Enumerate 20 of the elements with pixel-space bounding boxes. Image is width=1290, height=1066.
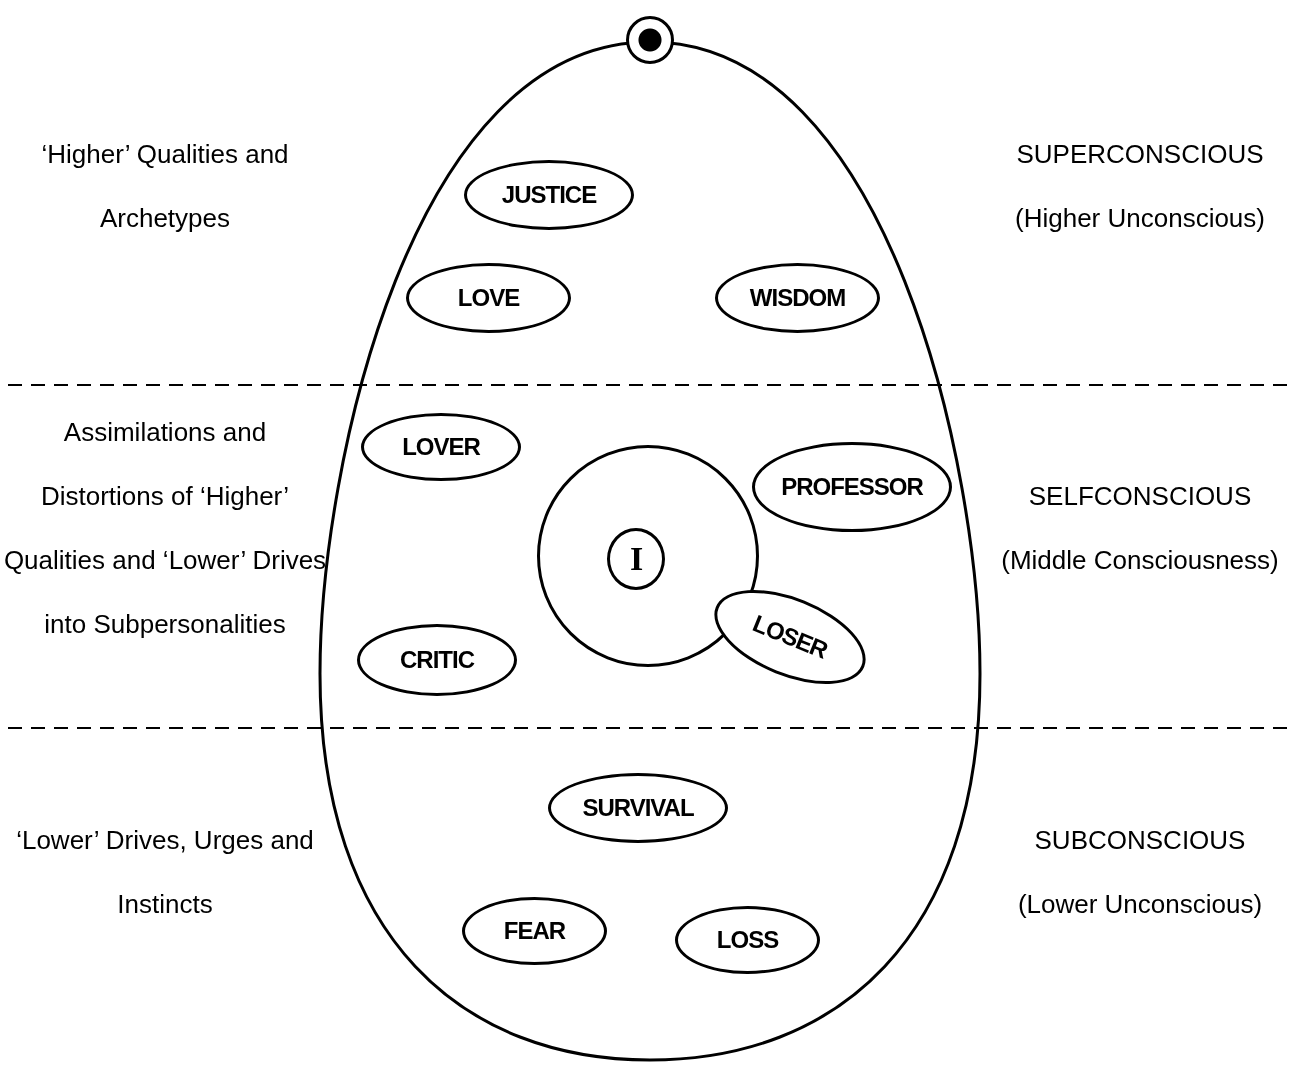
- word-oval: SURVIVAL: [548, 773, 728, 843]
- level-heading: SUBCONSCIOUS: [1033, 824, 1247, 857]
- word-circle: I: [607, 528, 665, 590]
- word-oval: CRITIC: [357, 624, 517, 696]
- word-oval: JUSTICE: [464, 160, 634, 230]
- word-oval: FEAR: [462, 897, 607, 965]
- region-caption: ‘Higher’ Qualities and Archetypes: [40, 138, 290, 235]
- word-oval: PROFESSOR: [752, 442, 952, 532]
- region-caption: Assimilations and Distortions of ‘Higher’ Qualities and ‘Lower’ Drives into Subpersonalities: [2, 416, 328, 641]
- dotted-circle-symbol: [626, 16, 674, 64]
- word-oval: LOVE: [406, 263, 571, 333]
- level-subheading: (Lower Unconscious): [1016, 888, 1264, 921]
- level-subheading: (Middle Consciousness): [1000, 544, 1280, 577]
- region-caption: ‘Lower’ Drives, Urges and Instincts: [15, 824, 315, 921]
- level-heading: SELFCONSCIOUS: [1027, 480, 1253, 513]
- word-oval: WISDOM: [715, 263, 880, 333]
- level-subheading: (Higher Unconscious): [1014, 202, 1266, 235]
- word-oval: LOSS: [675, 906, 820, 974]
- level-heading: SUPERCONSCIOUS: [1015, 138, 1265, 171]
- word-oval: LOVER: [361, 413, 521, 481]
